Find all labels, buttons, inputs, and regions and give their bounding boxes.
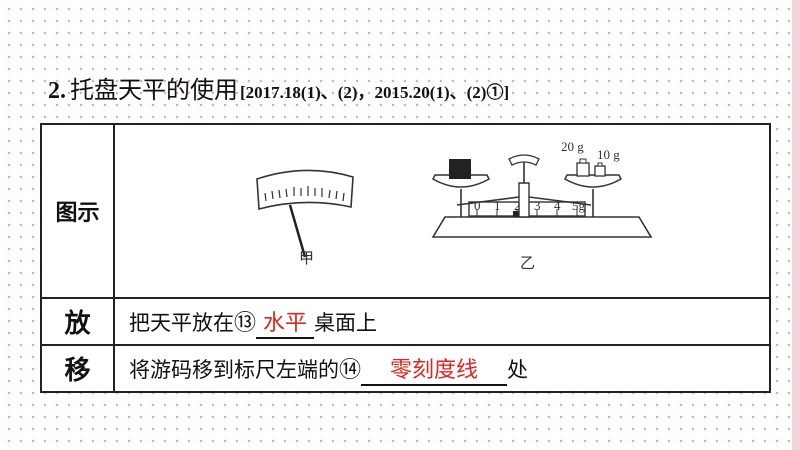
figure-label-jia: 甲 (299, 249, 314, 267)
blank-marker-13: ⑬ (234, 310, 257, 336)
section-title: 托盘天平的使用 (70, 76, 238, 104)
pointer-dial (508, 154, 540, 166)
balance-figures: 甲 0 1 (256, 139, 653, 272)
section-heading: 2. 托盘天平的使用 [2017.18(1)、(2)，2015.20(1)、(2… (48, 70, 509, 106)
beam-tick-label: 0 (474, 198, 481, 213)
weight-10g-label: 10 g (597, 147, 620, 162)
table-row-figure: 图示 (40, 123, 771, 299)
center-pillar (518, 182, 530, 218)
place-text-after: 桌面上 (314, 310, 378, 335)
rider-slider (513, 211, 521, 217)
place-text-before: 把天平放在 (129, 310, 234, 335)
answer-blank-14: 零刻度线 (361, 358, 508, 386)
right-arm (528, 196, 592, 206)
left-arm (456, 196, 520, 206)
row-header-figure: 图示 (40, 123, 115, 299)
tray-balance-figure: 0 1 2 3 4 5g (431, 139, 653, 272)
weight-10g (594, 165, 606, 177)
answer-blank-13: 水平 (256, 311, 315, 339)
pointer-scale-figure: 甲 (256, 169, 354, 267)
weight-20g-label: 20 g (561, 139, 584, 154)
page-edge-strip (792, 0, 800, 450)
beam-tick-label: 3 (534, 198, 541, 213)
figure-label-yi: 乙 (520, 254, 535, 272)
section-number: 2. (48, 78, 66, 104)
beam-tick-label: 1 (494, 198, 501, 213)
exam-reference: [2017.18(1)、(2)，2015.20(1)、(2)①] (240, 83, 510, 102)
pointer-needle (288, 204, 307, 258)
weight-10g-knob (597, 162, 603, 167)
beam-tick-label: 2 (514, 198, 521, 213)
move-text-after: 处 (507, 357, 529, 382)
row-header-move: 移 (40, 344, 115, 393)
balance-usage-table: 图示 (40, 123, 771, 393)
beam-ticks (476, 209, 578, 216)
row-header-place: 放 (40, 297, 115, 346)
balance-base (431, 216, 653, 238)
scale-ticks (264, 186, 345, 202)
weight-20g (576, 162, 590, 177)
beam-tick-label: 5g (572, 198, 586, 213)
scale-plate (256, 169, 354, 211)
beam-tick-label: 4 (554, 198, 561, 213)
blank-marker-14: ⑭ (339, 357, 362, 383)
right-pan (564, 174, 622, 188)
move-text-before: 将游码移到标尺左端的 (129, 357, 339, 382)
object-on-pan (449, 159, 471, 179)
left-pan (432, 174, 490, 188)
figure-cell: 甲 0 1 (113, 123, 771, 299)
weight-20g-knob (579, 158, 587, 164)
